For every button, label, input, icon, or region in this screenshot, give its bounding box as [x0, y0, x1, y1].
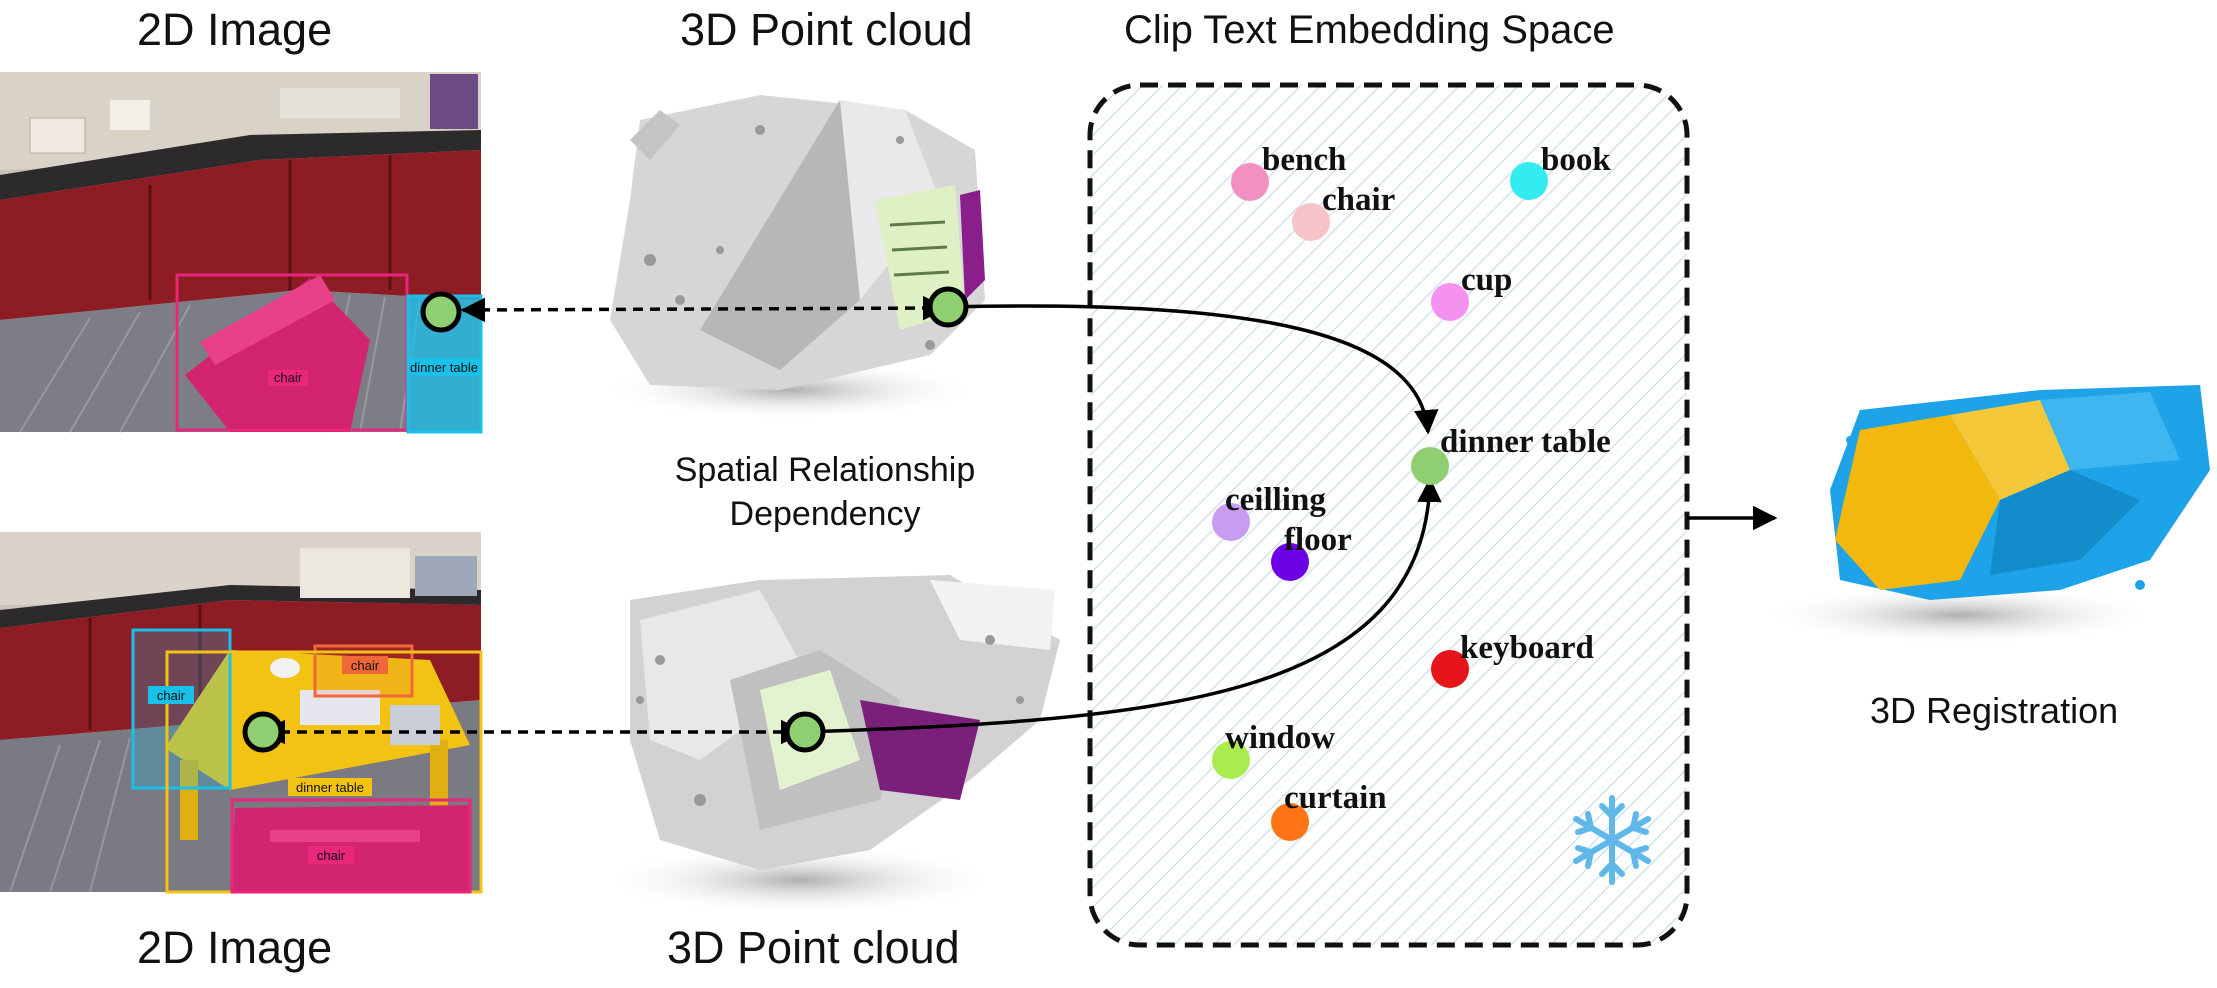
- embedding-dots: [1212, 162, 1548, 841]
- title-point-cloud-top: 3D Point cloud: [680, 4, 973, 55]
- embed-label-book: book: [1541, 142, 1611, 178]
- tag-dinner-table-top-label: dinner table: [410, 360, 478, 375]
- image-bottom: chair chair dinner table chair: [0, 532, 483, 894]
- embed-label-dinner-table: dinner table: [1440, 424, 1611, 460]
- image-top: chair dinner table: [0, 72, 483, 434]
- spatial-relationship-line1: Spatial Relationship: [674, 451, 976, 489]
- title-clip-embedding-space: Clip Text Embedding Space: [1124, 8, 1615, 52]
- title-3d-registration: 3D Registration: [1870, 690, 2119, 731]
- registration-result: [1760, 385, 2210, 645]
- embed-label-bench: bench: [1262, 142, 1347, 178]
- embed-dot-dinner-table: [1411, 447, 1449, 485]
- spatial-relationship-label: Spatial Relationship Dependency: [640, 448, 1010, 536]
- bbox-chair-left-bottom: [131, 628, 232, 790]
- embed-dot-curtain: [1271, 803, 1309, 841]
- embed-label-cup: cup: [1461, 262, 1513, 298]
- tag-dinner-table-top: [407, 358, 481, 376]
- bbox-chair-front-bottom: [230, 798, 472, 894]
- embedding-arrow-top: [947, 304, 1439, 435]
- embed-label-floor: floor: [1284, 522, 1352, 558]
- embed-dot-window: [1212, 741, 1250, 779]
- embedding-arrow-bottom: [804, 477, 1442, 734]
- embed-dot-bench: [1231, 163, 1269, 201]
- embed-dot-floor: [1271, 543, 1309, 581]
- match-point-cloud-top: [927, 286, 969, 328]
- tag-dinner-table-bottom-label: dinner table: [296, 780, 364, 795]
- title-point-cloud-bottom: 3D Point cloud: [667, 922, 960, 973]
- point-cloud-top: [600, 95, 985, 420]
- correspondence-arrow-top: [460, 295, 948, 323]
- embed-label-curtain: curtain: [1284, 780, 1387, 816]
- match-point-cloud-bottom: [784, 711, 826, 753]
- title-2d-image-top: 2D Image: [137, 4, 333, 55]
- title-2d-image-bottom: 2D Image: [137, 922, 333, 973]
- snowflake-icon: [1573, 795, 1651, 885]
- tag-chair-top: [268, 370, 308, 386]
- embed-label-chair: chair: [1322, 182, 1396, 218]
- embed-label-ceilling: ceilling: [1225, 482, 1326, 518]
- bbox-chair-back-bottom: [313, 644, 414, 698]
- spatial-relationship-line2: Dependency: [729, 495, 921, 533]
- tag-chair-left-bottom-label: chair: [157, 688, 186, 703]
- embed-dot-book: [1510, 162, 1548, 200]
- clip-embedding-space-box: [1087, 82, 1690, 948]
- embed-label-keyboard: keyboard: [1460, 630, 1594, 666]
- tag-chair-back-bottom-label: chair: [351, 658, 380, 673]
- match-point-image-bottom: [242, 711, 284, 753]
- tag-chair-front-bottom-label: chair: [317, 848, 346, 863]
- embed-dot-cup: [1431, 283, 1469, 321]
- point-cloud-bottom: [600, 575, 1060, 915]
- embed-label-window: window: [1225, 720, 1336, 756]
- tag-chair-top-label: chair: [274, 370, 303, 385]
- embed-dot-ceilling: [1212, 503, 1250, 541]
- embed-dot-chair: [1292, 203, 1330, 241]
- embed-dot-keyboard: [1431, 650, 1469, 688]
- match-point-image-top: [420, 291, 462, 333]
